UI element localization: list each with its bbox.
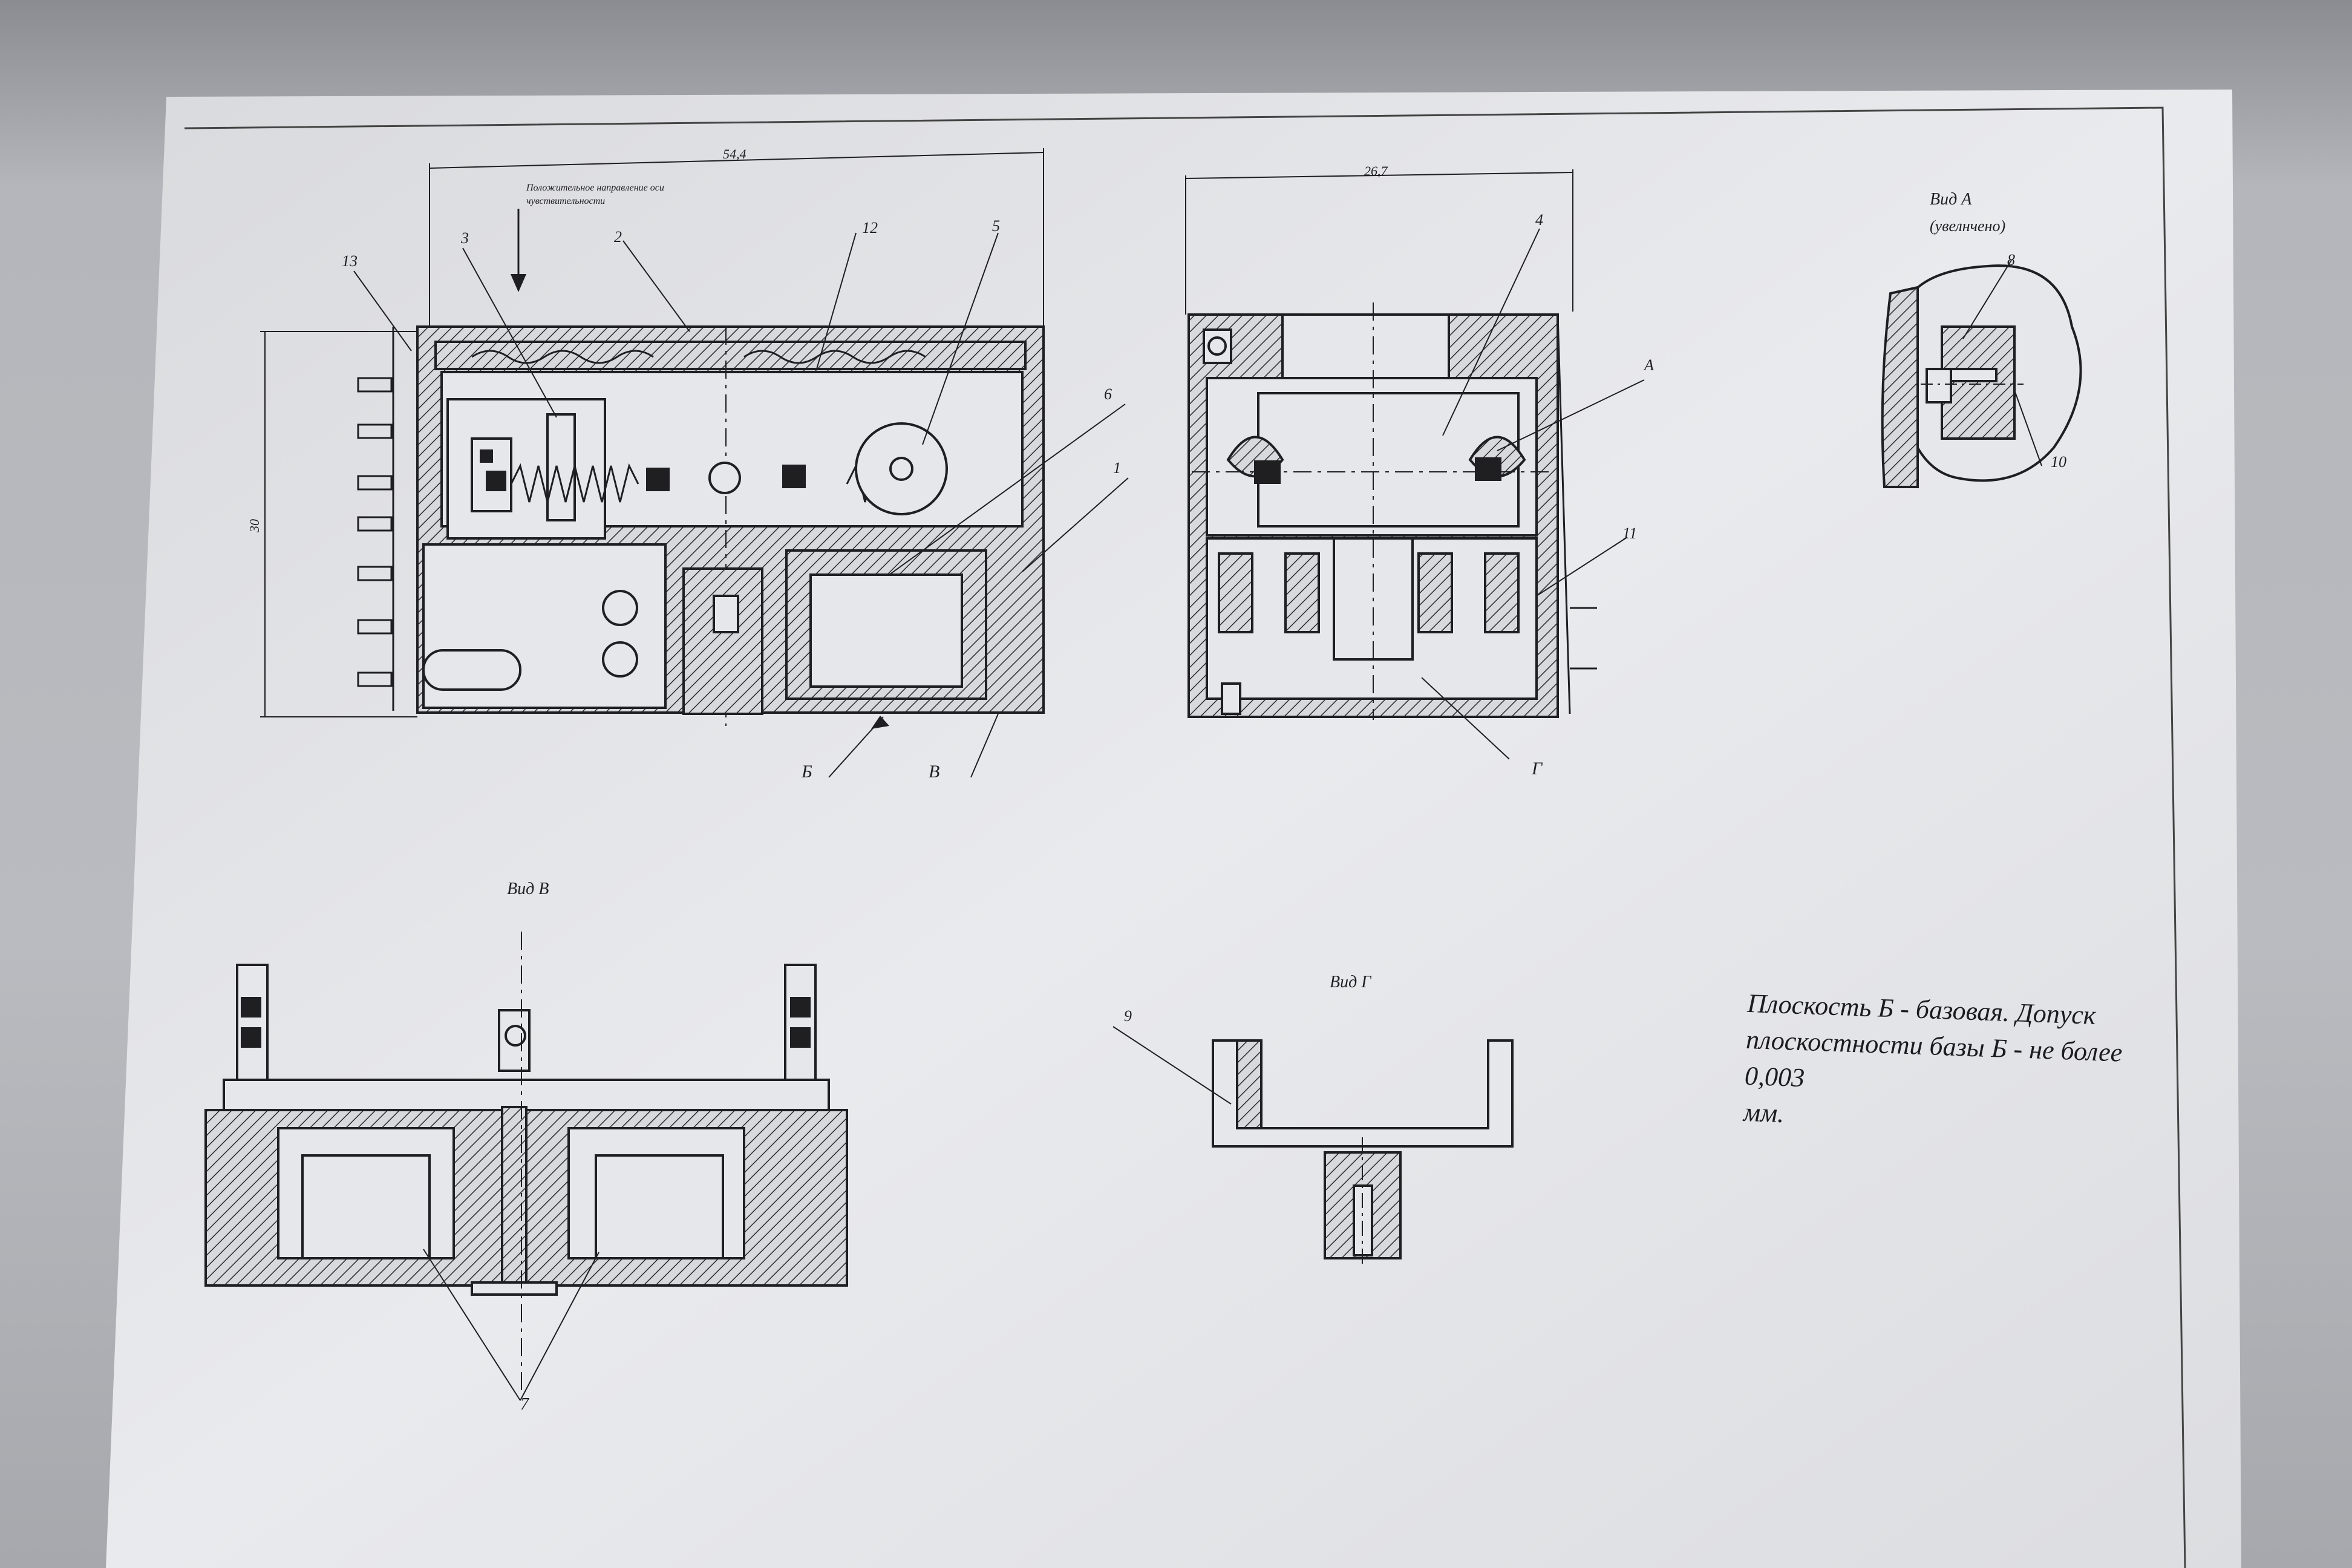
- callout-2: 2: [614, 228, 622, 246]
- tolerance-note-line2: плоскостности базы Б - не более 0,003: [1744, 1024, 2123, 1093]
- frame-border: [184, 106, 2186, 1568]
- main-height-dimension: 30: [247, 519, 262, 533]
- view-v-title: Вид В: [507, 880, 549, 898]
- side-width-dimension: 26,7: [1364, 163, 1388, 178]
- side-view: [1185, 169, 1645, 760]
- callout-12: 12: [862, 219, 878, 237]
- plane-label-v: В: [929, 762, 939, 782]
- view-a: [1881, 260, 2082, 488]
- callout-a: A: [1643, 356, 1654, 374]
- callout-9: 9: [1124, 1007, 1132, 1025]
- direction-note-line1: Положительное направление оси: [526, 183, 664, 193]
- tolerance-note: Плоскость Б - базовая. Допуск плоскостно…: [1743, 985, 2135, 1144]
- plane-label-g: Г: [1531, 759, 1543, 779]
- direction-note-line2: чувствительности: [526, 196, 605, 206]
- main-view: [260, 148, 1129, 778]
- callout-13: 13: [342, 252, 358, 270]
- callout-1: 1: [1113, 459, 1121, 477]
- callout-7: 7: [520, 1395, 529, 1414]
- plane-label-b: Б: [801, 762, 812, 782]
- callout-10: 10: [2051, 453, 2066, 471]
- callout-5: 5: [992, 217, 1000, 235]
- view-a-title: Вид А: [1930, 190, 1972, 209]
- callout-8: 8: [2007, 251, 2015, 269]
- callout-6: 6: [1104, 385, 1112, 403]
- callout-3: 3: [460, 229, 469, 247]
- view-g-title: Вид Г: [1330, 973, 1371, 991]
- callout-4: 4: [1535, 211, 1543, 229]
- view-g: [1112, 1026, 1514, 1264]
- callout-11: 11: [1622, 524, 1637, 542]
- view-a-subtitle: (увелнчено): [1930, 217, 2005, 235]
- main-width-dimension: 54,4: [723, 146, 746, 162]
- view-v: [204, 932, 848, 1401]
